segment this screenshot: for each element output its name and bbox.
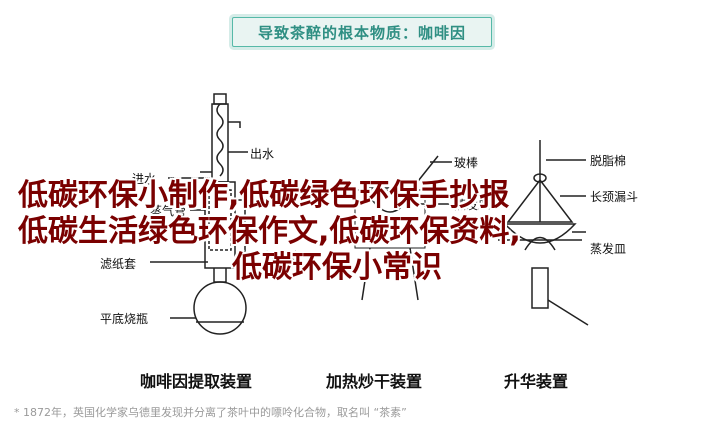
overlay-line-2: 低碳生活绿色环保作文,低碳环保资料, (18, 214, 521, 249)
label-glass-rod: 玻棒 (454, 156, 479, 170)
sand-bath (354, 189, 426, 249)
label-evaporating-dish: 蒸发皿 (454, 198, 491, 212)
evaporating-dish-2 (503, 223, 577, 244)
overlay-line-1: 低碳环保小制作,低碳绿色环保手抄报 (18, 178, 510, 213)
caption-extraction: 咖啡因提取装置 (140, 372, 253, 391)
stand-leg (361, 247, 371, 301)
label-cotton: 脱脂棉 (590, 154, 627, 168)
condenser-coil (216, 103, 224, 177)
condenser-top (213, 93, 227, 105)
flask-bulb (193, 281, 247, 335)
flame (524, 236, 556, 251)
label-steam-pipe: 蒸气管 (150, 204, 187, 218)
burner (531, 267, 549, 309)
banner-title: 导致茶醉的根本物质：咖啡因 (257, 24, 466, 42)
siphon-tube (235, 199, 246, 263)
condenser-outlet (228, 121, 241, 128)
caption-heating: 加热炒干装置 (326, 372, 423, 391)
filter-thimble (208, 189, 232, 251)
stand-leg (409, 247, 419, 301)
cotton-plug (533, 173, 547, 183)
glass-rod (394, 155, 439, 211)
extractor-body (204, 181, 236, 269)
label-dish-2: 蒸发皿 (590, 242, 627, 256)
label-filter-bag: 滤纸套 (100, 257, 137, 271)
title-banner: 导致茶醉的根本物质：咖啡因 (232, 17, 492, 47)
label-siphon: 虹吸管 (264, 250, 301, 264)
footnote: * 1872年，英国化学家乌德里发现并分离了茶叶中的嘌呤化合物，取名叫 “茶素” (14, 406, 407, 419)
funnel (506, 178, 574, 223)
label-inlet-water: 进水 (132, 172, 157, 186)
gas-tube (547, 299, 589, 326)
label-funnel: 长颈漏斗 (590, 190, 639, 204)
overlay-line-3: 低碳环保小常识 (232, 250, 442, 285)
caption-sublimation: 升华装置 (504, 372, 569, 391)
label-flat-flask: 平底烧瓶 (100, 312, 149, 326)
label-outlet-water: 出水 (250, 147, 275, 161)
flask-neck (213, 268, 227, 283)
